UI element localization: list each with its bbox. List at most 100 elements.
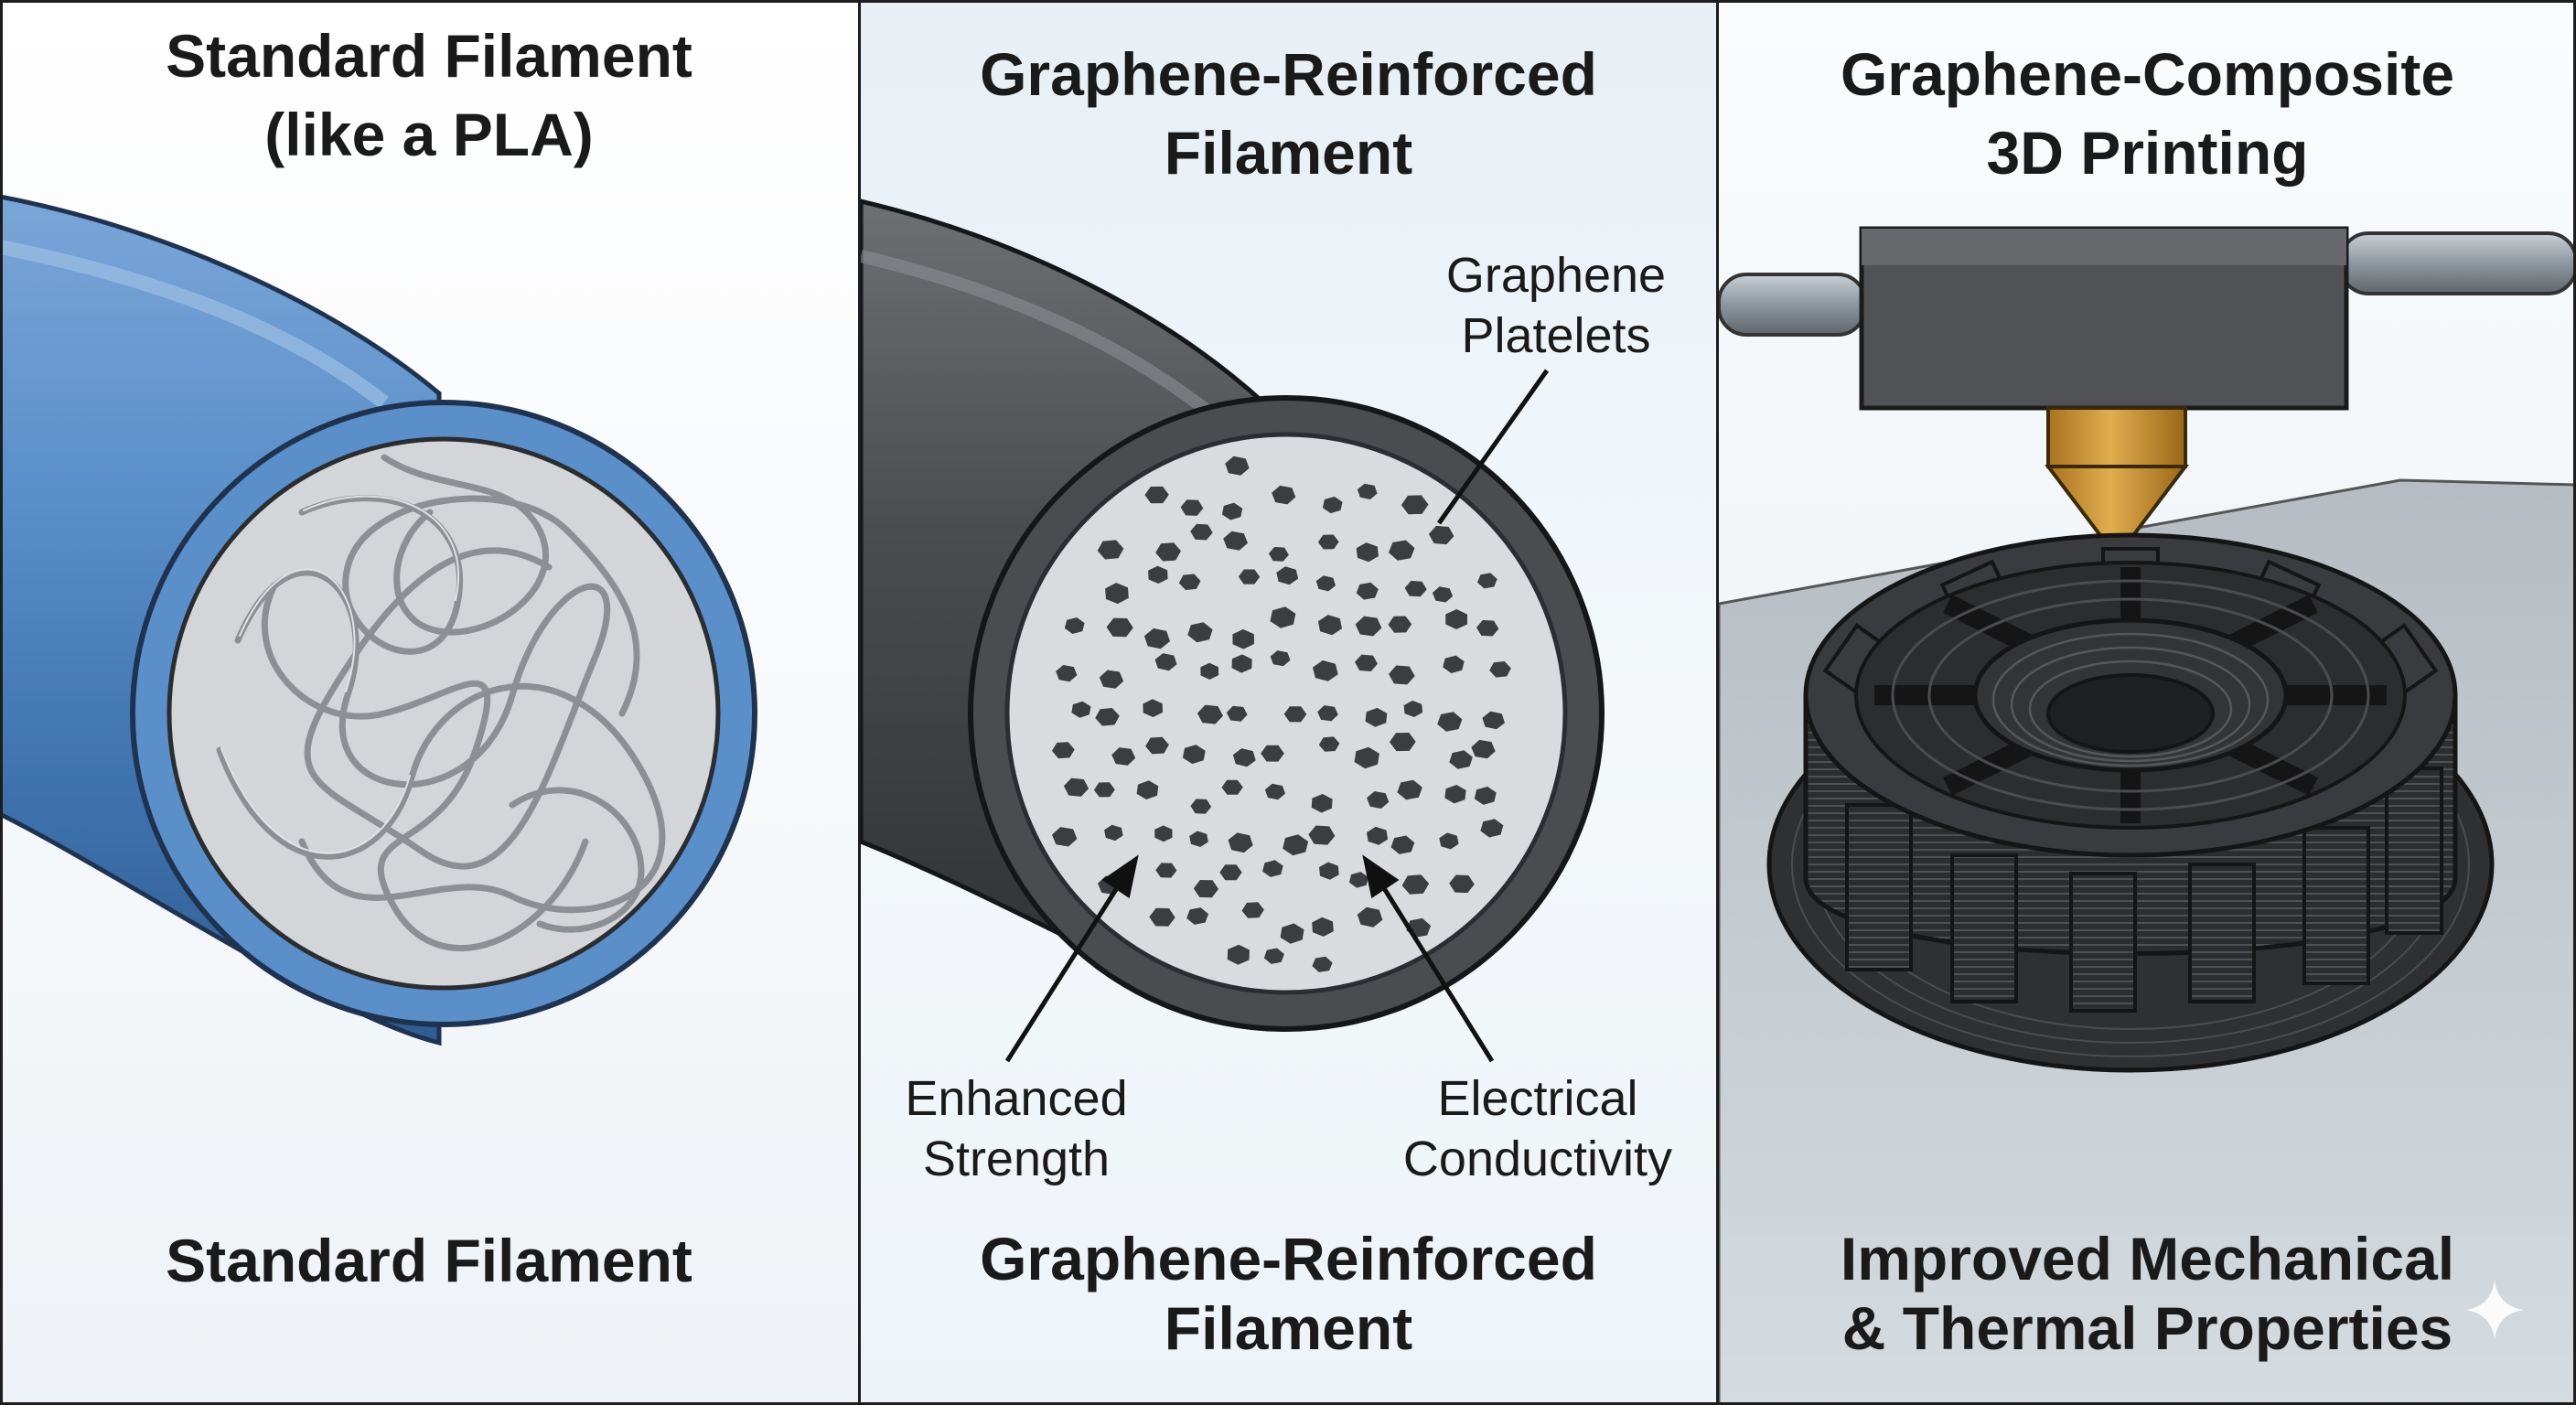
graphene-platelet bbox=[1228, 832, 1253, 853]
graphene-filament-illustration bbox=[861, 198, 1605, 1063]
graphene-platelet bbox=[1439, 832, 1459, 850]
graphene-platelet bbox=[1388, 616, 1412, 633]
callout-enhanced-strength: Enhanced Strength bbox=[905, 1071, 1128, 1186]
graphene-platelet bbox=[1149, 907, 1175, 927]
panel-caption: Improved Mechanical & Thermal Properties bbox=[1840, 1225, 2455, 1362]
graphene-platelet bbox=[1428, 525, 1454, 545]
panel-graphene-composite-printing: Graphene-Composite 3D Printing bbox=[1719, 0, 2576, 1405]
graphene-platelet bbox=[1477, 573, 1497, 589]
panel-divider bbox=[858, 0, 862, 1405]
graphene-platelet bbox=[1276, 566, 1299, 585]
graphene-platelet bbox=[1052, 827, 1078, 847]
graphene-platelet bbox=[1104, 824, 1123, 842]
graphene-platelet bbox=[1056, 665, 1078, 682]
graphene-platelet bbox=[1155, 542, 1181, 562]
graphene-platelet bbox=[1367, 826, 1389, 845]
gantry-rod bbox=[1719, 273, 1867, 337]
graphene-platelet bbox=[1221, 779, 1243, 795]
graphene-platelet bbox=[1397, 779, 1422, 800]
graphene-platelet bbox=[1389, 540, 1415, 561]
graphene-platelet bbox=[1280, 923, 1304, 944]
graphene-platelet bbox=[1365, 707, 1388, 727]
graphene-platelet bbox=[1480, 819, 1504, 838]
graphene-platelet bbox=[1106, 617, 1133, 638]
panel-standard-filament: Standard Filament (like a PLA) bbox=[0, 0, 858, 1405]
graphene-platelet bbox=[1097, 540, 1124, 560]
panel-divider bbox=[1716, 0, 1720, 1405]
graphene-platelet bbox=[1221, 502, 1243, 520]
graphene-platelet bbox=[1389, 665, 1415, 685]
graphene-platelet bbox=[1432, 586, 1454, 603]
filament-core bbox=[166, 436, 721, 991]
graphene-platelet bbox=[1283, 834, 1309, 856]
graphene-platelet bbox=[1219, 864, 1242, 881]
graphene-platelet bbox=[1227, 944, 1250, 965]
standard-filament-illustration bbox=[0, 194, 757, 1046]
graphene-platelet bbox=[1311, 794, 1333, 813]
graphene-platelet bbox=[1148, 565, 1168, 584]
graphene-platelet bbox=[1268, 546, 1289, 562]
graphene-platelet bbox=[1238, 569, 1261, 585]
graphene-platelet bbox=[1489, 661, 1511, 678]
graphene-platelet bbox=[1186, 907, 1208, 925]
graphene-platelet bbox=[1143, 627, 1170, 649]
graphene-platelet bbox=[1401, 495, 1429, 515]
graphene-platelet bbox=[1474, 786, 1497, 805]
graphene-platelet bbox=[1312, 956, 1333, 972]
graphene-platelet bbox=[1263, 948, 1284, 964]
graphene-platelet bbox=[1355, 616, 1382, 637]
graphene-platelet bbox=[1390, 733, 1416, 752]
graphene-platelet bbox=[1270, 650, 1291, 667]
graphene-platelet bbox=[1232, 748, 1256, 767]
graphene-platelet bbox=[1231, 654, 1252, 673]
graphene-platelet bbox=[1241, 902, 1264, 918]
graphene-platelet bbox=[1313, 660, 1338, 681]
graphene-platelet bbox=[1154, 653, 1177, 671]
graphene-platelet bbox=[1404, 580, 1427, 597]
nozzle bbox=[2046, 406, 2187, 468]
graphene-platelet bbox=[1272, 485, 1296, 505]
graphene-platelet bbox=[1071, 701, 1091, 718]
graphene-platelet bbox=[1443, 655, 1465, 673]
graphene-platelet bbox=[1355, 654, 1378, 671]
sparkle-icon bbox=[2465, 1281, 2524, 1339]
graphene-platelet bbox=[1262, 860, 1283, 877]
graphene-platelet bbox=[1354, 746, 1379, 769]
graphene-platelet bbox=[1270, 606, 1296, 628]
gantry-rod bbox=[2339, 231, 2576, 295]
graphene-platelet bbox=[1317, 705, 1338, 722]
graphene-platelet bbox=[1187, 622, 1213, 643]
graphene-platelet bbox=[1449, 874, 1475, 894]
graphene-platelet bbox=[1095, 708, 1120, 726]
graphene-platelet bbox=[1444, 785, 1466, 804]
panel-title: Graphene-Reinforced Filament bbox=[980, 40, 1597, 187]
graphene-platelet bbox=[1283, 706, 1307, 723]
graphene-platelet bbox=[1232, 628, 1254, 649]
graphene-platelet bbox=[1145, 736, 1169, 755]
graphene-platelet bbox=[1308, 825, 1336, 845]
graphene-platelet bbox=[1317, 534, 1339, 550]
polymer-chains bbox=[216, 454, 666, 951]
graphene-platelet bbox=[1357, 906, 1383, 928]
graphene-platelet bbox=[1189, 831, 1208, 847]
graphene-platelet bbox=[1143, 699, 1163, 717]
graphene-platelet bbox=[1482, 711, 1505, 730]
graphene-platelet bbox=[1136, 780, 1159, 799]
panel-title: Graphene-Composite 3D Printing bbox=[1840, 40, 2455, 187]
graphene-platelet bbox=[1154, 825, 1173, 842]
graphene-platelet bbox=[1471, 739, 1496, 759]
graphene-platelet bbox=[1190, 523, 1213, 541]
printed-gear bbox=[1803, 532, 2458, 1013]
panel-caption: Standard Filament bbox=[166, 1227, 692, 1294]
graphene-platelet bbox=[1356, 542, 1379, 563]
graphene-platelet bbox=[1099, 670, 1124, 689]
graphene-platelet bbox=[1225, 456, 1250, 476]
graphene-platelet bbox=[1261, 745, 1284, 762]
graphene-platelet bbox=[1356, 582, 1379, 600]
callout-arrows bbox=[1004, 369, 1550, 1063]
graphene-platelet bbox=[1182, 745, 1206, 765]
graphene-platelet bbox=[1111, 747, 1136, 766]
printing-illustration bbox=[1719, 226, 2576, 1405]
graphene-platelet bbox=[1403, 700, 1423, 717]
